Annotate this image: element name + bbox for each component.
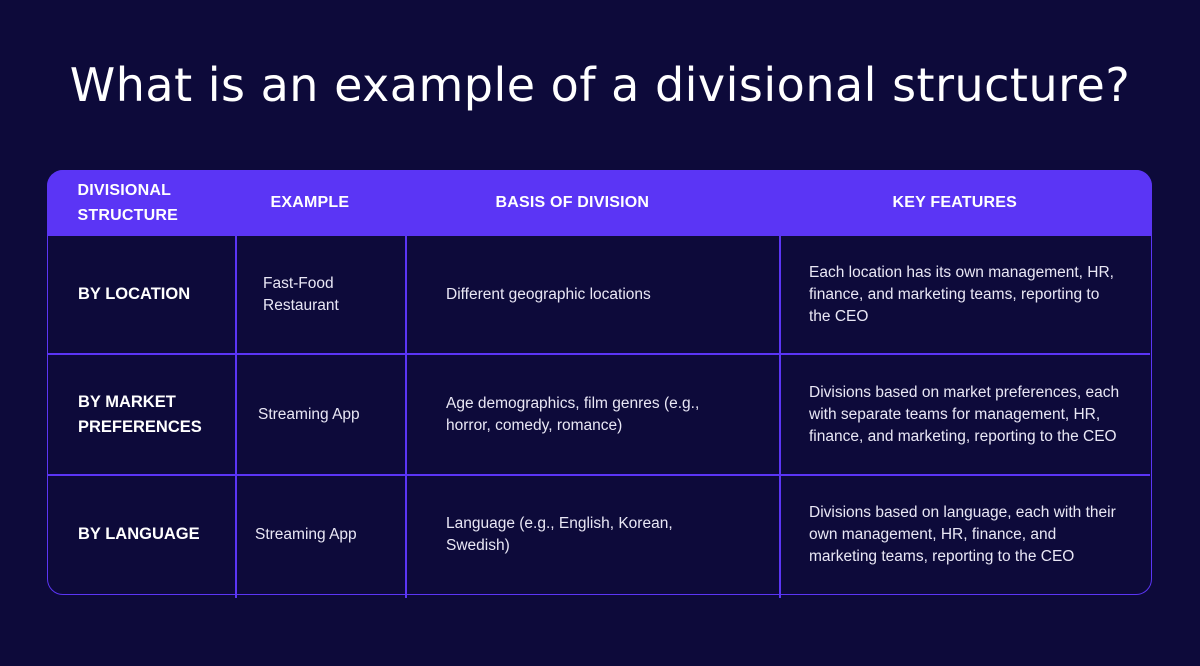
row-divider xyxy=(48,474,1150,476)
cell-basis: Different geographic locations xyxy=(446,285,651,303)
page-title: What is an example of a divisional struc… xyxy=(69,58,1131,112)
cell-basis: Age demographics, film genres (e.g., hor… xyxy=(446,394,700,434)
cell-structure: BY MARKET PREFERENCES xyxy=(78,392,202,436)
cell-example: Fast-Food Restaurant xyxy=(263,274,339,314)
header-example: EXAMPLE xyxy=(270,194,350,211)
column-divider xyxy=(405,235,407,598)
cell-example: Streaming App xyxy=(258,405,360,423)
cell-basis: Language (e.g., English, Korean, Swedish… xyxy=(446,514,673,554)
cell-features: Divisions based on market preferences, e… xyxy=(809,383,1120,445)
column-divider xyxy=(779,235,781,598)
cell-example: Streaming App xyxy=(255,525,357,543)
cell-features: Each location has its own management, HR… xyxy=(809,263,1114,325)
header-basis-of-division: BASIS OF DIVISION xyxy=(495,194,650,211)
cell-features: Divisions based on language, each with t… xyxy=(809,503,1116,565)
column-divider xyxy=(235,235,237,598)
cell-structure: BY LOCATION xyxy=(78,285,191,303)
row-divider xyxy=(48,353,1150,355)
divisional-structure-table: DIVISIONAL STRUCTURE EXAMPLE BASIS OF DI… xyxy=(46,169,1152,598)
table-header: DIVISIONAL STRUCTURE EXAMPLE BASIS OF DI… xyxy=(46,169,1152,236)
header-divisional-structure: DIVISIONAL STRUCTURE xyxy=(77,181,178,224)
header-key-features: KEY FEATURES xyxy=(892,194,1017,211)
cell-structure: BY LANGUAGE xyxy=(78,525,200,543)
